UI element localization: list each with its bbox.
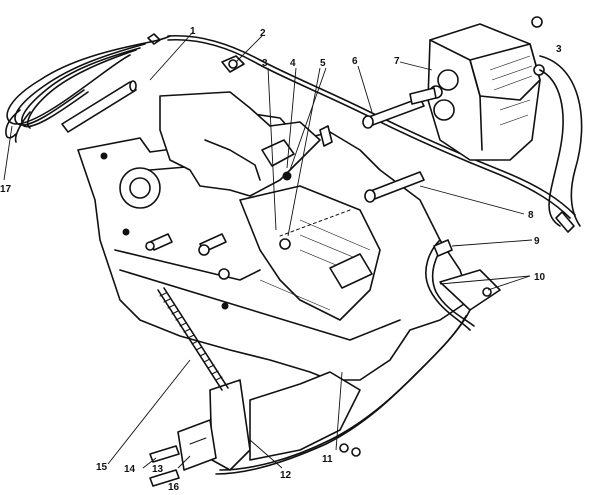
plate-screws — [145, 233, 291, 280]
callout-2: 2 — [260, 28, 266, 39]
upper-bracket — [159, 91, 333, 197]
motor-leads — [539, 55, 583, 233]
callout-4: 4 — [290, 58, 296, 69]
spacer-post-upper — [362, 97, 425, 129]
callout-15: 15 — [96, 462, 108, 473]
callout-9: 9 — [534, 236, 540, 247]
callout-labels: 1 2 3 3 4 5 6 7 8 9 10 11 12 13 14 15 16… — [0, 26, 562, 493]
spacer-post-lower — [279, 171, 425, 237]
power-cord-coil — [5, 33, 171, 143]
adjusting-spring — [157, 287, 229, 391]
strain-relief — [221, 55, 245, 73]
callout-3-right: 3 — [556, 44, 562, 55]
callout-13: 13 — [152, 464, 164, 475]
callout-8: 8 — [528, 210, 534, 221]
callout-1: 1 — [190, 26, 196, 37]
callout-5: 5 — [320, 58, 326, 69]
callout-6: 6 — [352, 56, 358, 67]
callout-12: 12 — [280, 470, 292, 481]
spacer-rod — [61, 80, 137, 133]
mid-shield — [239, 185, 381, 321]
callout-11: 11 — [322, 454, 333, 465]
callout-14: 14 — [124, 464, 136, 475]
callout-10: 10 — [534, 272, 546, 283]
motor — [409, 16, 545, 161]
switch-bracket — [149, 371, 361, 487]
leader-lines — [3, 31, 533, 469]
callout-16: 16 — [168, 482, 180, 493]
callout-3-left: 3 — [262, 58, 268, 69]
callout-17: 17 — [0, 184, 12, 195]
callout-7: 7 — [394, 56, 400, 67]
